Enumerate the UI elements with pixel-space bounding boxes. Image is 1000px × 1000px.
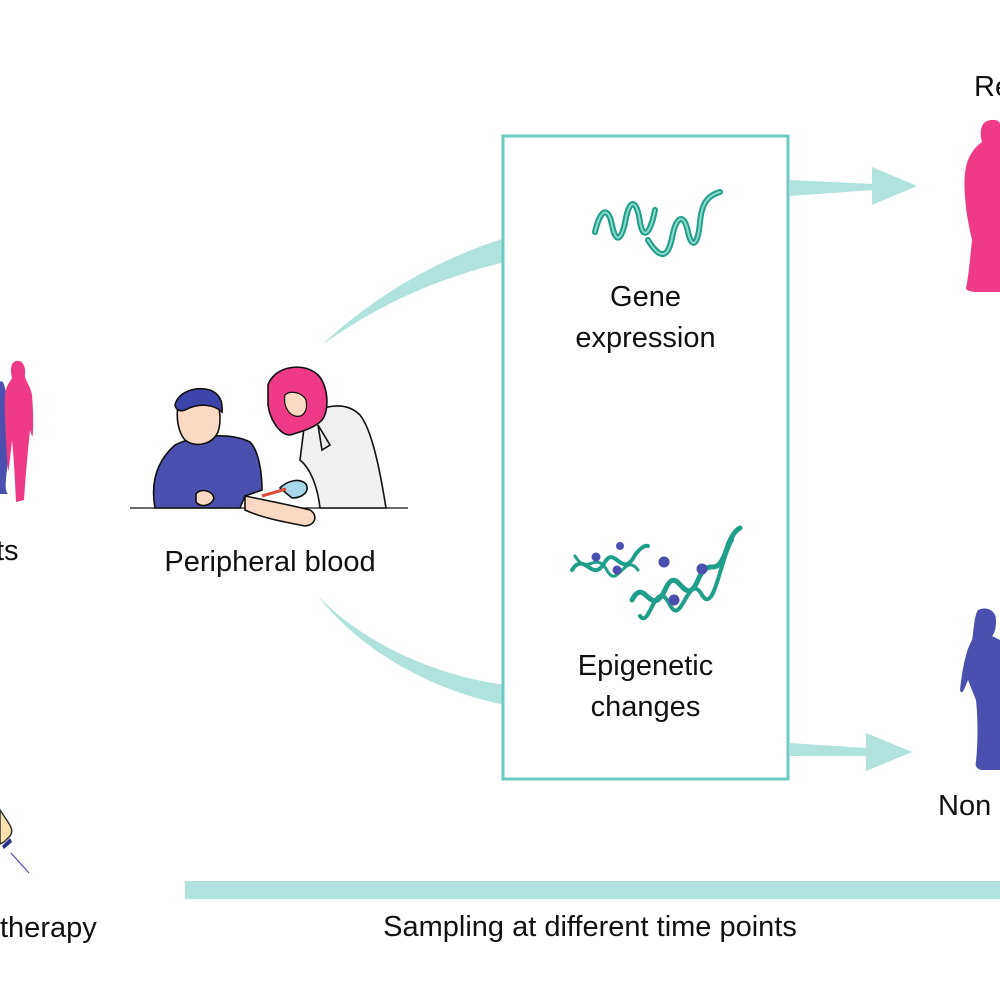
dna-methylation-icon (570, 525, 743, 621)
responder-silhouette (964, 119, 1000, 292)
gene-expression-line2: expression (575, 322, 716, 354)
timeline-label: Sampling at different time points (383, 911, 797, 943)
peripheral-blood-label: Peripheral blood (164, 546, 376, 578)
arrow-to-responders (790, 167, 917, 205)
epigenetic-changes-label: Epigenetic changes (503, 646, 788, 728)
non-responders-label: Non (938, 790, 992, 822)
patients-label: ts (0, 535, 19, 567)
omics-box (501, 134, 790, 781)
curve-arrow-bottom (318, 596, 505, 705)
gene-expression-line1: Gene (610, 281, 681, 313)
non-responder-silhouette (960, 608, 1000, 770)
timeline-bar (185, 881, 1000, 899)
arrow-to-non-responders (790, 733, 912, 771)
mrna-icon (592, 189, 723, 257)
therapy-label: therapy (0, 912, 97, 944)
blood-draw-illustration (130, 366, 408, 527)
syringe-icon (0, 808, 30, 874)
gene-expression-label: Gene expression (503, 277, 788, 359)
curve-arrow-top (322, 238, 505, 345)
epigenetic-changes-line1: Epigenetic (577, 650, 714, 682)
epigenetic-changes-line2: changes (590, 691, 701, 723)
patients-silhouettes (0, 360, 34, 502)
responders-label: Re (974, 71, 1000, 103)
